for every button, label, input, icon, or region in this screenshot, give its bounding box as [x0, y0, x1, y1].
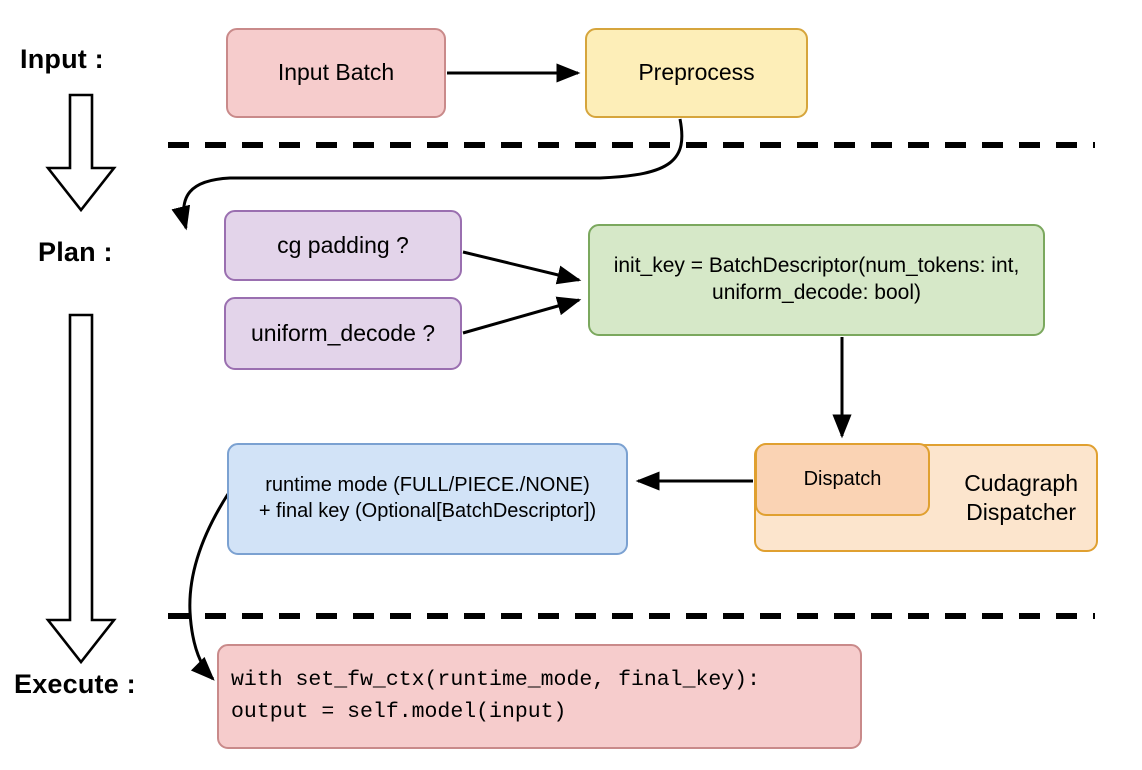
node-init-key-label: init_key = BatchDescriptor(num_tokens: i…: [613, 254, 1020, 304]
node-cg-padding-label: cg padding ?: [277, 231, 409, 258]
stage-label-plan: Plan :: [38, 237, 113, 267]
node-input-batch-label: Input Batch: [277, 59, 395, 86]
arrow-uniform-decode-to-init-key: [462, 296, 582, 335]
stage-label-execute: Execute :: [14, 669, 136, 699]
node-uniform-decode-label: uniform_decode ?: [250, 319, 436, 346]
node-dispatch-label: Dispatch: [803, 467, 882, 490]
plan-to-execute-arrow: [45, 313, 117, 665]
node-cudagraph-dispatcher-label: Cudagraph Dispatcher: [964, 469, 1078, 525]
node-input-batch[interactable]: Input Batch: [226, 28, 446, 118]
node-execute-code-label: with set_fw_ctx(runtime_mode, final_key)…: [231, 668, 760, 724]
node-runtime-mode-label: runtime mode (FULL/PIECE./NONE) + final …: [258, 474, 597, 522]
node-execute-code[interactable]: with set_fw_ctx(runtime_mode, final_key)…: [217, 644, 862, 749]
node-uniform-decode[interactable]: uniform_decode ?: [224, 297, 462, 370]
node-dispatch[interactable]: Dispatch: [755, 443, 930, 516]
node-init-key[interactable]: init_key = BatchDescriptor(num_tokens: i…: [588, 224, 1045, 336]
arrow-cg-padding-to-init-key: [462, 250, 582, 285]
node-cg-padding[interactable]: cg padding ?: [224, 210, 462, 281]
node-preprocess[interactable]: Preprocess: [585, 28, 808, 118]
input-to-plan-arrow: [45, 93, 117, 213]
stage-label-input: Input :: [20, 44, 104, 74]
node-runtime-mode[interactable]: runtime mode (FULL/PIECE./NONE) + final …: [227, 443, 628, 555]
node-preprocess-label: Preprocess: [638, 59, 755, 86]
